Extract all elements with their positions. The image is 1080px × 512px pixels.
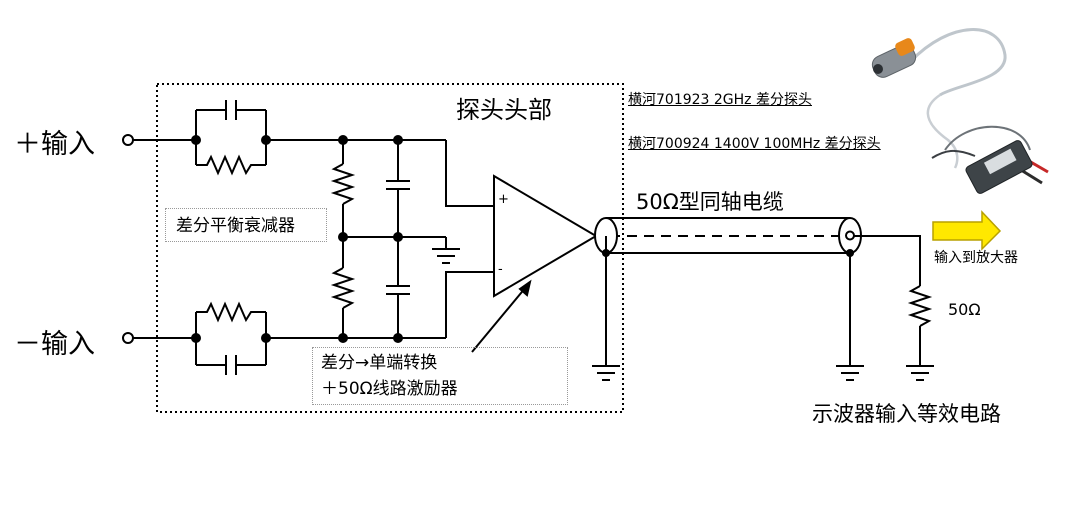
scope-equivalent-label: 示波器输入等效电路 xyxy=(812,402,1001,426)
bottom-rc-network xyxy=(195,301,267,375)
attenuator-label: 差分平衡衰减器 xyxy=(165,208,327,242)
termination-resistor-label: 50Ω xyxy=(948,300,981,319)
probe-head-boundary xyxy=(156,83,624,413)
scope-ground-2 xyxy=(906,365,934,381)
converter-label: 差分→单端转换 ＋50Ω线路激励器 xyxy=(312,347,568,405)
amplifier-input-label: 输入到放大器 xyxy=(934,250,1018,266)
output-arrow-icon xyxy=(932,210,1002,251)
probe-head-title: 探头头部 xyxy=(456,96,552,124)
top-rc-network xyxy=(195,100,267,176)
cable-source-ground xyxy=(592,365,620,381)
positive-input-label: ＋输入 xyxy=(14,129,95,160)
junction-dots xyxy=(191,135,854,343)
negative-input-terminal xyxy=(122,332,134,344)
differential-amplifier xyxy=(493,174,598,298)
coax-cable xyxy=(594,217,862,254)
termination-resistor xyxy=(907,285,933,327)
opamp-minus-label: - xyxy=(498,262,503,277)
probe-photo-2 xyxy=(931,125,1049,194)
converter-line-2: ＋50Ω线路激励器 xyxy=(321,379,458,399)
probe-ground-symbol xyxy=(432,248,460,264)
negative-input-label: －输入 xyxy=(14,329,95,360)
positive-input-terminal xyxy=(122,134,134,146)
probe-model-2-label: 横河700924 1400V 100MHz 差分探头 xyxy=(628,136,881,152)
coax-cable-label: 50Ω型同轴电缆 xyxy=(636,190,784,214)
probe-photo-1 xyxy=(871,28,1007,169)
probe-model-1-label: 横河701923 2GHz 差分探头 xyxy=(628,92,812,108)
converter-line-1: 差分→单端转换 xyxy=(321,353,438,373)
opamp-plus-label: + xyxy=(498,192,509,207)
scope-ground-1 xyxy=(836,365,864,381)
